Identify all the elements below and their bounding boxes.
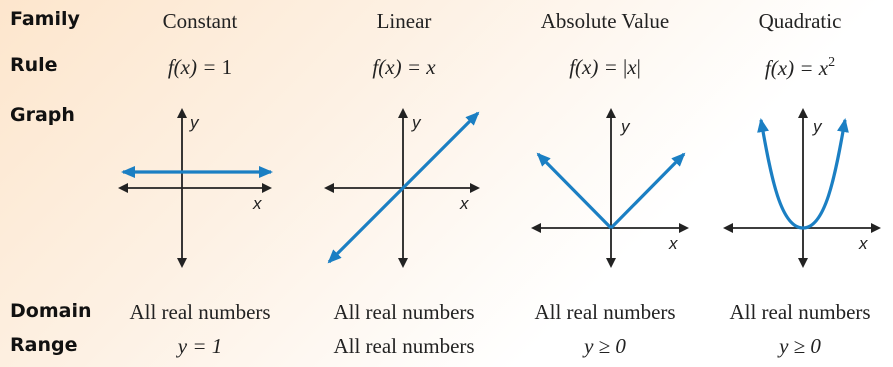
rule-absolute-value: f(x) = |x| (510, 55, 700, 80)
abs-bar-right: | (636, 55, 641, 79)
y-axis-label: y (411, 113, 422, 132)
family-constant: Constant (162, 9, 238, 33)
parabola (757, 118, 849, 230)
x-axis-label: x (459, 194, 469, 213)
family-quadratic: Quadratic (758, 9, 842, 33)
row-label-domain: Domain (10, 300, 92, 322)
row-label-range: Range (10, 334, 78, 356)
row-label-rule: Rule (10, 54, 58, 76)
row-label-graph: Graph (10, 104, 75, 126)
rule-constant: f(x) = 1 (105, 55, 295, 80)
range-linear: All real numbers (333, 334, 475, 358)
y-axis-label: y (620, 117, 631, 136)
abs-bar-left: | (623, 55, 628, 79)
range-quadratic: y ≥ 0 (779, 334, 821, 358)
rule-lhs: f(x) = (167, 55, 222, 79)
rule-rhs: x (426, 55, 436, 79)
range-constant: y = 1 (177, 334, 223, 358)
graph-linear: y x (324, 108, 480, 268)
rule-lhs: f(x) = (764, 56, 819, 80)
rule-exponent: 2 (828, 55, 836, 70)
graph-quadratic: y x (723, 108, 881, 268)
x-axis-label: x (668, 234, 678, 253)
graph-absolute-value: y x (531, 108, 689, 268)
rule-linear: f(x) = x (309, 55, 499, 80)
linear-line (327, 186, 405, 264)
rule-lhs: f(x) = (569, 55, 624, 79)
rule-rhs: x (818, 56, 829, 80)
row-label-family: Family (10, 8, 80, 30)
rule-lhs: f(x) = (372, 55, 427, 79)
domain-quadratic: All real numbers (729, 300, 871, 324)
domain-linear: All real numbers (333, 300, 475, 324)
x-axis-label: x (858, 234, 868, 253)
range-absolute-value: y ≥ 0 (584, 334, 626, 358)
rule-rhs: x (627, 55, 637, 79)
family-linear: Linear (376, 9, 432, 33)
abs-value-ray-right (609, 152, 686, 230)
graph-constant: y x (118, 108, 273, 268)
rule-quadratic: f(x) = x2 (705, 55, 893, 81)
linear-line (401, 111, 480, 190)
x-axis-label: x (252, 194, 262, 213)
abs-value-ray-left (536, 152, 613, 230)
y-axis-label: y (189, 113, 200, 132)
rule-rhs: 1 (221, 55, 233, 79)
family-absolute-value: Absolute Value (540, 9, 670, 33)
domain-absolute-value: All real numbers (534, 300, 676, 324)
y-axis-label: y (812, 117, 823, 136)
domain-constant: All real numbers (129, 300, 271, 324)
